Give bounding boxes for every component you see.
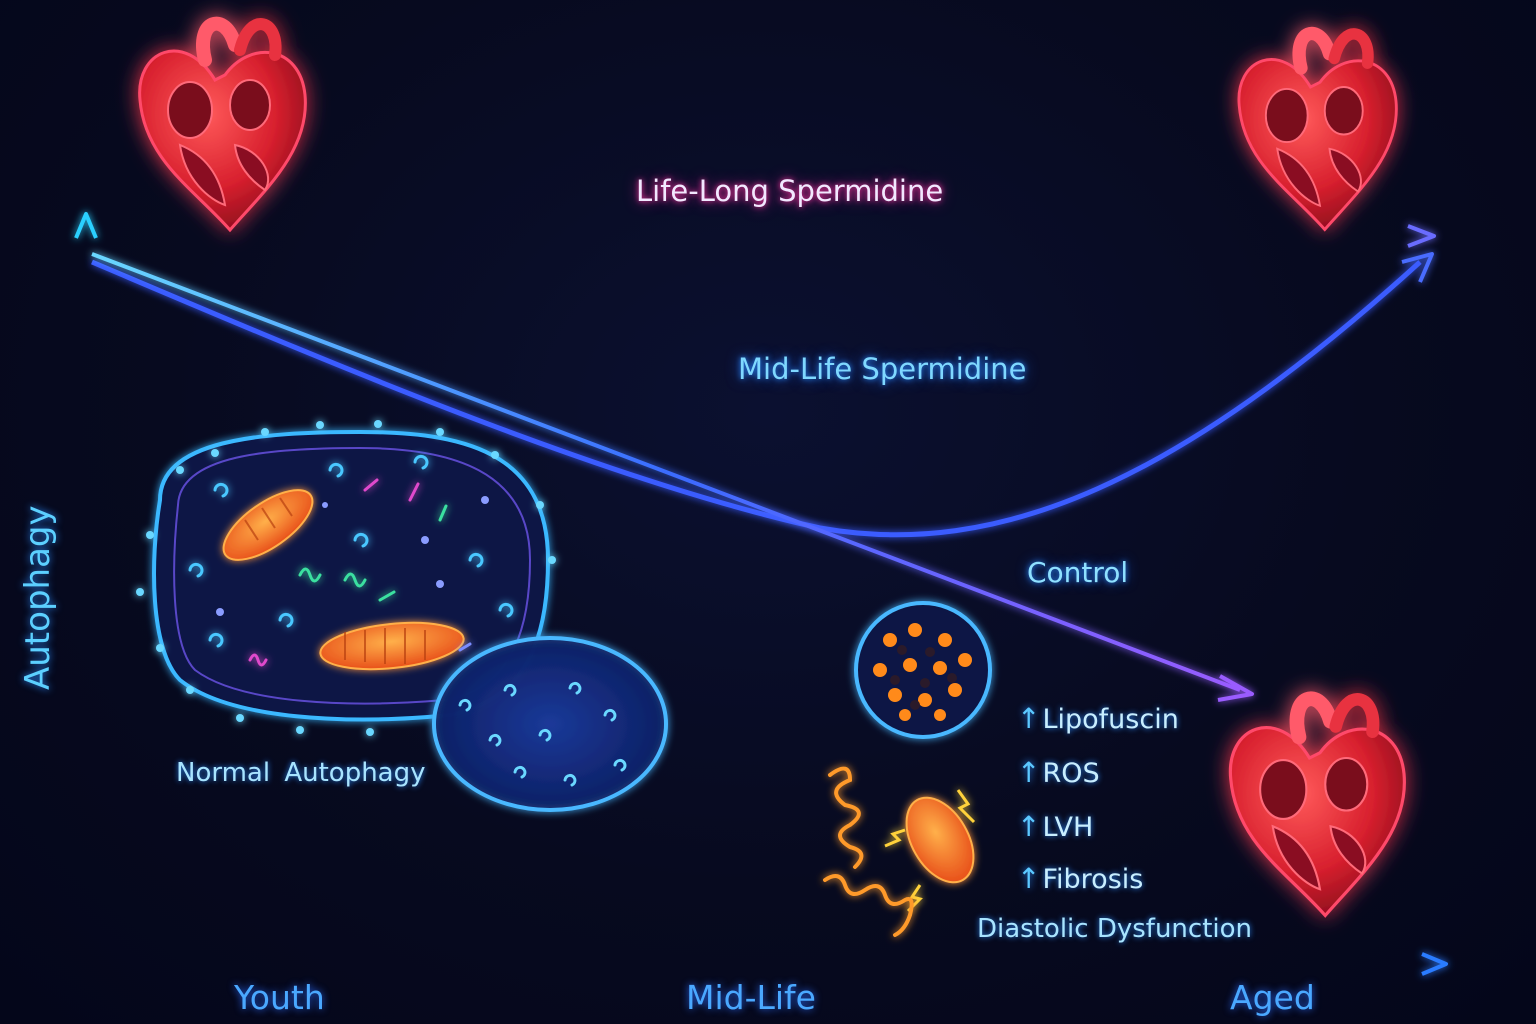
autophagy-cell-illustration	[136, 420, 668, 812]
youth-heart-illustration	[140, 24, 306, 230]
x-tick-aged: Aged	[1230, 978, 1315, 1017]
x-tick-youth: Youth	[234, 978, 325, 1017]
y-axis-label: Autophagy	[18, 505, 58, 690]
midlife-spermidine-label: Mid-Life Spermidine	[738, 352, 1027, 386]
control-aged-heart-illustration	[1230, 699, 1404, 916]
lipofuscin-granule-illustration	[854, 601, 992, 739]
lifelong-line	[86, 224, 1436, 248]
up-arrow-icon: ↑	[1017, 756, 1041, 789]
midlife-line	[91, 252, 1434, 538]
lifelong-spermidine-label: Life-Long Spermidine	[636, 174, 944, 208]
up-arrow-icon: ↑	[1017, 862, 1041, 895]
marker-ros: ↑ROS	[1017, 756, 1100, 789]
marker-fibrosis: ↑Fibrosis	[1017, 862, 1144, 895]
x-tick-midlife: Mid-Life	[686, 978, 816, 1017]
control-label: Control	[1027, 556, 1129, 589]
fibrosis-fiber-illustration	[823, 766, 914, 937]
diastolic-dysfunction-label: Diastolic Dysfunction	[977, 914, 1252, 944]
lifelong-aged-heart-illustration	[1239, 33, 1396, 229]
marker-lvh: ↑LVH	[1017, 810, 1094, 843]
control-line	[91, 252, 1254, 702]
x-axis	[86, 952, 1448, 976]
y-axis	[74, 212, 98, 965]
up-arrow-icon: ↑	[1017, 810, 1041, 843]
up-arrow-icon: ↑	[1017, 702, 1041, 735]
damaged-mitochondrion-illustration	[884, 789, 976, 913]
marker-lipofuscin: ↑Lipofuscin	[1017, 702, 1179, 735]
normal-autophagy-label: Normal Autophagy	[176, 758, 426, 788]
